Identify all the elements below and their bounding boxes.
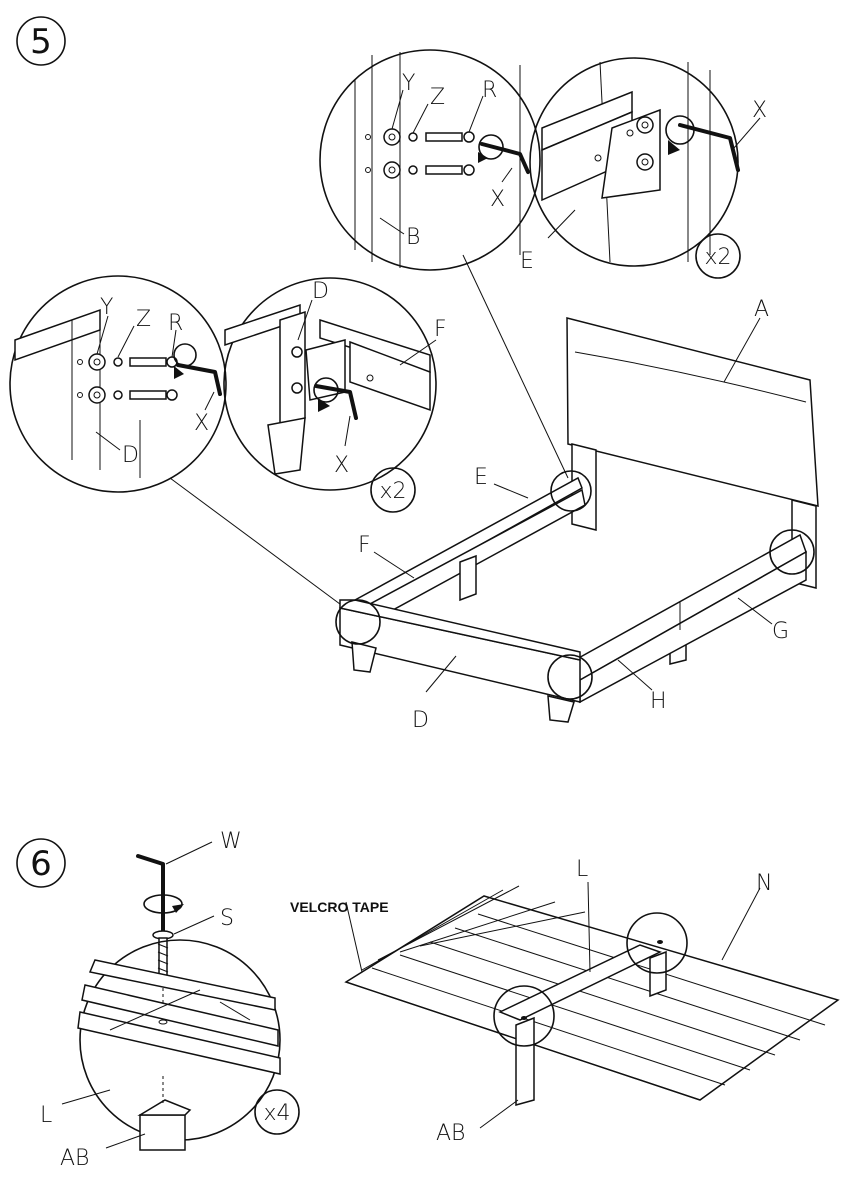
- velcro-tape-callout: VELCRO TAPE: [290, 899, 389, 915]
- label-E-top: E: [520, 249, 534, 274]
- label-L-platform: L: [576, 857, 588, 882]
- multiplier-middle: x2: [370, 467, 416, 513]
- connector-top: [462, 254, 569, 479]
- label-H: H: [650, 689, 667, 714]
- label-Z-top: Z: [430, 85, 445, 110]
- detail-footboard-bolts: [9, 275, 227, 493]
- multiplier-top: x2: [695, 233, 741, 279]
- label-Y-mid: Y: [100, 295, 113, 320]
- step-6-number: 6: [16, 838, 66, 888]
- label-D-mid-right: D: [312, 279, 329, 304]
- label-Z-mid: Z: [136, 307, 151, 332]
- multiplier-middle-label: x2: [379, 479, 406, 504]
- multiplier-step6: x4: [254, 1089, 300, 1135]
- detail-headboard-bolts: [319, 49, 541, 271]
- label-X-mid-left: X: [194, 411, 209, 436]
- label-X-top-right: X: [752, 98, 767, 123]
- slat-platform: [344, 881, 840, 1129]
- label-N: N: [756, 871, 772, 896]
- connector-middle: [169, 477, 349, 611]
- label-X-mid-right: X: [334, 453, 349, 478]
- detail-rail-bracket: [529, 57, 761, 267]
- label-G: G: [772, 619, 789, 644]
- label-Y-top: Y: [402, 71, 415, 96]
- label-E-bed: E: [474, 465, 488, 490]
- detail-footboard-bracket: [223, 277, 437, 491]
- step-6-label: 6: [30, 844, 52, 884]
- label-L-detail: L: [40, 1103, 52, 1128]
- detail-slat-screw: [61, 939, 281, 1151]
- step-5-label: 5: [30, 22, 52, 62]
- label-D-bed: D: [412, 708, 429, 733]
- label-A: A: [754, 297, 769, 322]
- label-F-mid: F: [434, 317, 447, 342]
- label-F-bed: F: [358, 533, 371, 558]
- label-R-top: R: [482, 78, 497, 103]
- bed-frame: [335, 317, 819, 723]
- label-AB-platform: AB: [436, 1121, 465, 1146]
- label-R-mid: R: [168, 311, 183, 336]
- multiplier-step6-label: x4: [263, 1101, 290, 1126]
- label-S: S: [220, 906, 234, 931]
- label-B: B: [406, 225, 420, 250]
- label-AB-detail: AB: [60, 1146, 89, 1171]
- step-5-number: 5: [16, 16, 66, 66]
- label-W: W: [220, 829, 242, 854]
- label-X-top-left: X: [490, 187, 505, 212]
- multiplier-top-label: x2: [704, 245, 731, 270]
- label-D-mid-left: D: [122, 443, 139, 468]
